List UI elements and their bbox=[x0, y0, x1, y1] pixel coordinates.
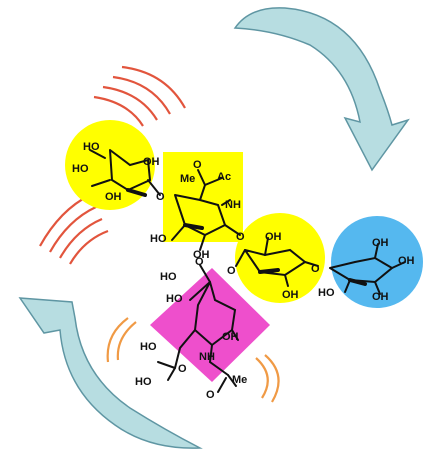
label-oh: OH bbox=[143, 156, 160, 168]
label-ho: HO bbox=[166, 293, 183, 305]
label-o: O bbox=[227, 265, 236, 277]
label-oh: OH bbox=[105, 191, 122, 203]
galactose-left-labels: HO OH HO OH O bbox=[72, 141, 165, 203]
label-ho: HO bbox=[72, 163, 89, 175]
motion-lines-lower-left-icon bbox=[106, 317, 137, 363]
label-me: Me bbox=[232, 374, 247, 386]
label-oh: OH bbox=[222, 331, 239, 343]
stereo-wedges bbox=[126, 188, 367, 286]
motion-lines-right-icon bbox=[255, 354, 280, 403]
rotation-arrow-bottom-icon bbox=[18, 297, 203, 449]
label-oh: OH bbox=[265, 231, 282, 243]
label-ho: HO bbox=[318, 287, 335, 299]
label-oh: OH bbox=[282, 289, 299, 301]
label-oh: OH bbox=[193, 249, 210, 261]
label-oh: OH bbox=[372, 291, 389, 303]
label-o: O bbox=[311, 263, 320, 275]
glcnac-labels: O Me NH HO OH O bbox=[150, 159, 245, 261]
label-o: O bbox=[206, 389, 215, 401]
glucose-labels: OH OH HO OH bbox=[318, 237, 415, 303]
label-ho: HO bbox=[150, 233, 167, 245]
label-o: O bbox=[195, 256, 204, 268]
label-ho: HO bbox=[160, 271, 177, 283]
rotation-arrow-top-icon bbox=[233, 7, 410, 172]
label-o: O bbox=[193, 159, 202, 171]
label-nh: NH bbox=[225, 199, 241, 211]
label-o: O bbox=[156, 191, 165, 203]
label-oh: OH bbox=[372, 237, 389, 249]
label-ho: HO bbox=[140, 341, 157, 353]
sialic-acid-labels: O HO OH HO NH O HO Me O bbox=[135, 256, 247, 401]
label-oh: OH bbox=[398, 255, 415, 267]
galactose-ring-center bbox=[235, 213, 325, 303]
label-nh: NH bbox=[199, 351, 215, 363]
label-o: O bbox=[178, 363, 187, 375]
glucose-ring bbox=[331, 216, 423, 308]
label-o: O bbox=[236, 231, 245, 243]
label-ac: Ac bbox=[217, 171, 231, 183]
sialic-acid-diamond bbox=[150, 268, 270, 382]
label-me: Me bbox=[180, 173, 195, 185]
motion-lines-upper-icon bbox=[93, 65, 186, 127]
galactose-center-labels: OH OH O O bbox=[227, 231, 320, 301]
label-ho: HO bbox=[135, 376, 152, 388]
label-ho: HO bbox=[83, 141, 100, 153]
